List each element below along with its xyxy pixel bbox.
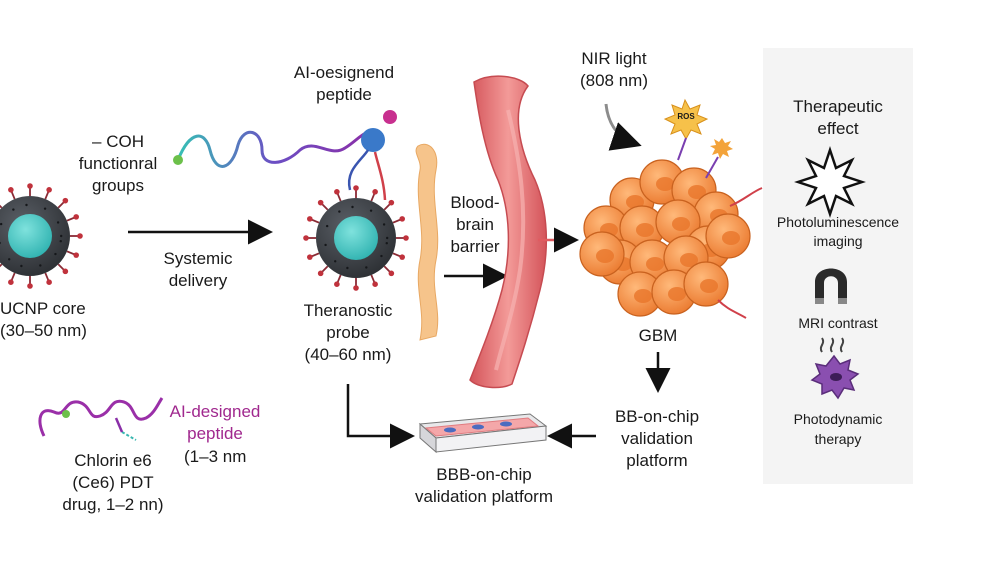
ucnp-core-label-2: (30–50 nm) xyxy=(0,321,87,340)
photodynamic-label-2: therapy xyxy=(814,431,862,447)
chlorin-1: Chlorin e6 xyxy=(74,451,152,470)
chlorin-tail xyxy=(121,431,137,441)
small-burst-icon xyxy=(710,138,733,159)
theranostic-probe-3: (40–60 nm) xyxy=(304,345,392,364)
small-burst-tether xyxy=(705,156,719,179)
ucnp-core-particle xyxy=(0,183,83,289)
ai-peptide-top-2: peptide xyxy=(316,85,372,104)
bb-on-chip-2: validation xyxy=(621,429,693,448)
nir-light-2: (808 nm) xyxy=(579,71,649,90)
ai-designed-peptide-2: peptide xyxy=(187,424,243,443)
chlorin-tail-2 xyxy=(114,417,124,433)
gbm-tumor xyxy=(579,159,763,319)
ros-label: ROS xyxy=(677,112,695,121)
effect-title-1: Therapeutic xyxy=(793,97,883,116)
photoluminescence-label-2: imaging xyxy=(813,233,863,249)
mri-contrast-label: MRI contrast xyxy=(798,315,878,331)
bbb-on-chip-2: validation platform xyxy=(415,487,553,506)
chlorin-2: (Ce6) PDT xyxy=(72,473,154,492)
bbb-label-3: barrier xyxy=(450,237,500,256)
systemic-delivery-2: delivery xyxy=(168,271,228,290)
magnet-icon xyxy=(815,268,847,304)
systemic-delivery-1: Systemic xyxy=(163,249,233,268)
coh-label-2: functionral xyxy=(78,154,158,173)
peptide-linker-red xyxy=(373,151,387,201)
theranostic-probe-1: Theranostic xyxy=(303,301,393,320)
ai-peptide-chain xyxy=(176,130,369,168)
peptide-pink-bead xyxy=(383,110,397,124)
heat-cell-icon xyxy=(810,337,860,400)
bbb-label-2: brain xyxy=(456,215,494,234)
peptide-blue-bead xyxy=(361,128,385,152)
bbb-on-chip-device xyxy=(418,413,548,454)
bb-on-chip-3: platform xyxy=(626,451,688,470)
photoluminescence-label-1: Photoluminescence xyxy=(776,214,900,230)
bbb-on-chip-1: BBB-on-chip xyxy=(436,465,532,484)
peptide-end-dot xyxy=(173,155,183,165)
effect-title-2: effect xyxy=(817,119,859,138)
ai-designed-peptide-1: AI-designed xyxy=(169,402,261,421)
star-burst-icon xyxy=(794,146,866,218)
chlorin-dot xyxy=(62,410,70,418)
theranostic-probe-particle xyxy=(303,185,409,291)
blood-vessel xyxy=(469,75,548,389)
ros-tether xyxy=(677,137,687,161)
vessel-inner xyxy=(494,109,526,371)
coh-label-1: – COH xyxy=(92,132,144,151)
photodynamic-label-1: Photodynamic xyxy=(793,411,883,427)
gbm-label: GBM xyxy=(638,326,678,345)
peptide-size-label: (1–3 nm xyxy=(184,447,247,466)
chlorin-peptide-chain xyxy=(38,397,164,437)
bb-on-chip-1: BB-on-chip xyxy=(614,407,700,426)
nir-light-1: NIR light xyxy=(581,49,647,68)
bbb-label-1: Blood- xyxy=(450,193,500,212)
peptide-linker xyxy=(347,149,370,191)
ai-peptide-top-1: AI-oesignend xyxy=(293,63,395,82)
probe-to-chip-arrow xyxy=(346,384,415,449)
nir-arrow xyxy=(604,103,642,151)
chlorin-3: drug, 1–2 nn) xyxy=(62,495,164,514)
ucnp-core-label-1: UCNP core xyxy=(0,299,86,318)
coh-label-3: groups xyxy=(92,176,144,195)
therapeutic-effect-panel xyxy=(763,48,913,484)
theranostic-probe-2: probe xyxy=(326,323,370,342)
membrane-strip xyxy=(415,143,439,341)
